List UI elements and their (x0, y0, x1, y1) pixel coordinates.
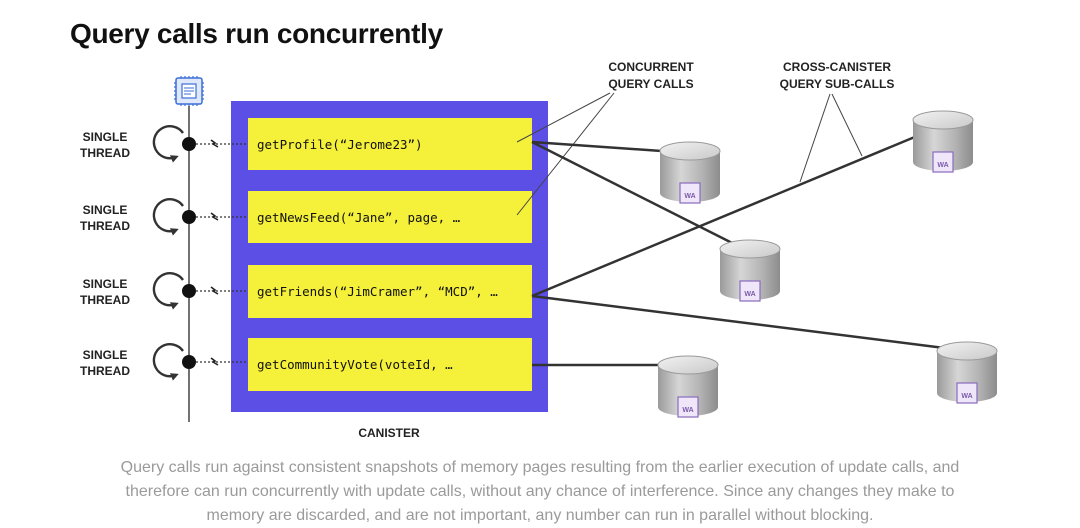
svg-text:WA: WA (744, 291, 755, 298)
svg-text:WA: WA (682, 407, 693, 414)
pointer-line (799, 93, 831, 183)
call-box (248, 191, 532, 243)
thread-node (182, 355, 196, 369)
canister-cylinder-icon: WA (936, 341, 998, 404)
thread-label: THREAD (80, 364, 130, 378)
lightning-icon (210, 357, 219, 366)
lightning-icon (210, 286, 219, 295)
cross-canister-label: CROSS-CANISTER (783, 60, 891, 74)
subcall-arrow (531, 294, 970, 355)
thread-label: THREAD (80, 293, 130, 307)
call-box (248, 118, 532, 170)
canister-cylinder-icon: WA (659, 141, 721, 204)
call-text: getCommunityVote(voteId, … (257, 357, 453, 372)
thread-label: SINGLE (83, 348, 128, 362)
caption-line: therefore can run concurrently with upda… (125, 483, 955, 500)
subcall-arrow (531, 122, 948, 298)
caption-text: Query calls run against consistent snaps… (30, 456, 1050, 528)
query-diagram: CANISTER SINGLE THREAD getProfile(“Jerom… (80, 60, 998, 440)
loop-arrow-icon (152, 343, 184, 381)
concurrent-query-calls-label: QUERY CALLS (608, 77, 693, 91)
thread-label: THREAD (80, 219, 130, 233)
canister-cylinder-icon: WA (657, 355, 719, 418)
thread-label: SINGLE (83, 203, 128, 217)
lightning-icon (210, 139, 219, 148)
loop-arrow-icon (152, 198, 184, 236)
concurrent-query-calls-label: CONCURRENT (608, 60, 694, 74)
page-title: Query calls run concurrently (70, 18, 443, 49)
pointer-line (516, 92, 611, 143)
thread-node (182, 210, 196, 224)
caption-line: Query calls run against consistent snaps… (120, 459, 960, 476)
cpu-chip-icon (174, 76, 204, 106)
loop-arrow-icon (152, 125, 184, 163)
svg-text:WA: WA (684, 193, 695, 200)
loop-arrow-icon (152, 272, 184, 310)
thread-row: SINGLE THREAD getProfile(“Jerome23”) (80, 118, 532, 170)
call-text: getFriends(“JimCramer”, “MCD”, … (257, 284, 498, 299)
thread-label: THREAD (80, 146, 130, 160)
call-box (248, 265, 532, 318)
cross-canister-label: QUERY SUB-CALLS (780, 77, 895, 91)
call-box (248, 338, 532, 391)
thread-row: SINGLE THREAD getCommunityVote(voteId, … (80, 338, 532, 391)
canister-label: CANISTER (358, 426, 420, 440)
thread-node (182, 284, 196, 298)
thread-label: SINGLE (83, 277, 128, 291)
subcall-arrow (531, 140, 754, 255)
pointer-line (831, 93, 863, 157)
svg-text:WA: WA (961, 393, 972, 400)
svg-text:WA: WA (937, 162, 948, 169)
call-text: getNewsFeed(“Jane”, page, … (257, 210, 461, 225)
lightning-icon (210, 212, 219, 221)
canister-cylinder-icon: WA (912, 110, 974, 173)
thread-row: SINGLE THREAD getNewsFeed(“Jane”, page, … (80, 191, 532, 243)
thread-label: SINGLE (83, 130, 128, 144)
caption-line: memory are discarded, and are not import… (206, 507, 874, 524)
call-text: getProfile(“Jerome23”) (257, 137, 423, 152)
canister-cylinder-icon: WA (719, 239, 781, 302)
pointer-line (516, 92, 615, 216)
thread-row: SINGLE THREAD getFriends(“JimCramer”, “M… (80, 265, 532, 318)
thread-node (182, 137, 196, 151)
